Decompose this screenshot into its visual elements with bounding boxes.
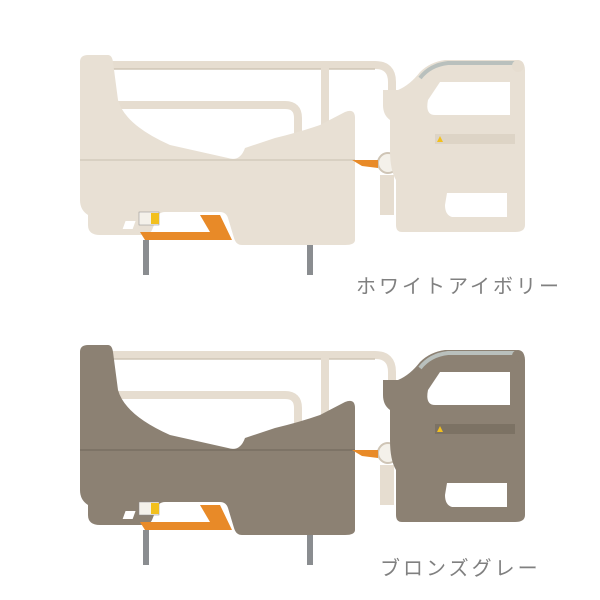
upper-hand-hole — [427, 372, 510, 405]
support-pole-right — [307, 240, 313, 275]
middle-rail — [115, 391, 302, 425]
hinge-lever — [352, 160, 378, 168]
variant-white-ivory: ホワイトアイボリー — [80, 55, 562, 298]
release-lever — [140, 505, 232, 530]
variant-bronze-gray: ブロンズグレー — [0, 290, 600, 590]
color-name-label: ブロンズグレー — [380, 556, 541, 580]
warning-sticker-yellow — [151, 503, 159, 514]
top-rail — [100, 61, 396, 92]
support-pole-right — [307, 530, 313, 565]
top-rail — [100, 351, 396, 382]
main-panel — [80, 345, 355, 535]
support-pole-left — [143, 530, 149, 565]
color-name-label: ホワイトアイボリー — [356, 274, 562, 298]
main-panel — [80, 55, 355, 245]
lower-hand-hole — [445, 483, 507, 507]
lever-hole — [122, 221, 136, 229]
lower-hand-hole — [445, 193, 507, 217]
middle-rail — [115, 101, 302, 135]
warning-sticker-yellow — [151, 213, 159, 224]
caution-triangle-icon — [437, 136, 443, 142]
grip-cap — [512, 60, 524, 72]
hinge-post — [380, 175, 394, 215]
caution-triangle-icon — [437, 426, 443, 432]
hinge-post — [380, 465, 394, 505]
side-rail-image-white-ivory — [80, 55, 525, 275]
side-rail-image-bronze-gray — [80, 345, 525, 565]
swing-grip — [418, 61, 515, 80]
support-pole-left — [143, 240, 149, 275]
lever-hole — [122, 511, 136, 519]
release-lever — [140, 215, 232, 240]
grip-cap — [512, 350, 524, 362]
caution-label — [435, 134, 515, 144]
swing-grip — [418, 351, 515, 370]
upper-hand-hole — [427, 82, 510, 115]
hinge-lever — [352, 450, 378, 458]
caution-label — [435, 424, 515, 434]
